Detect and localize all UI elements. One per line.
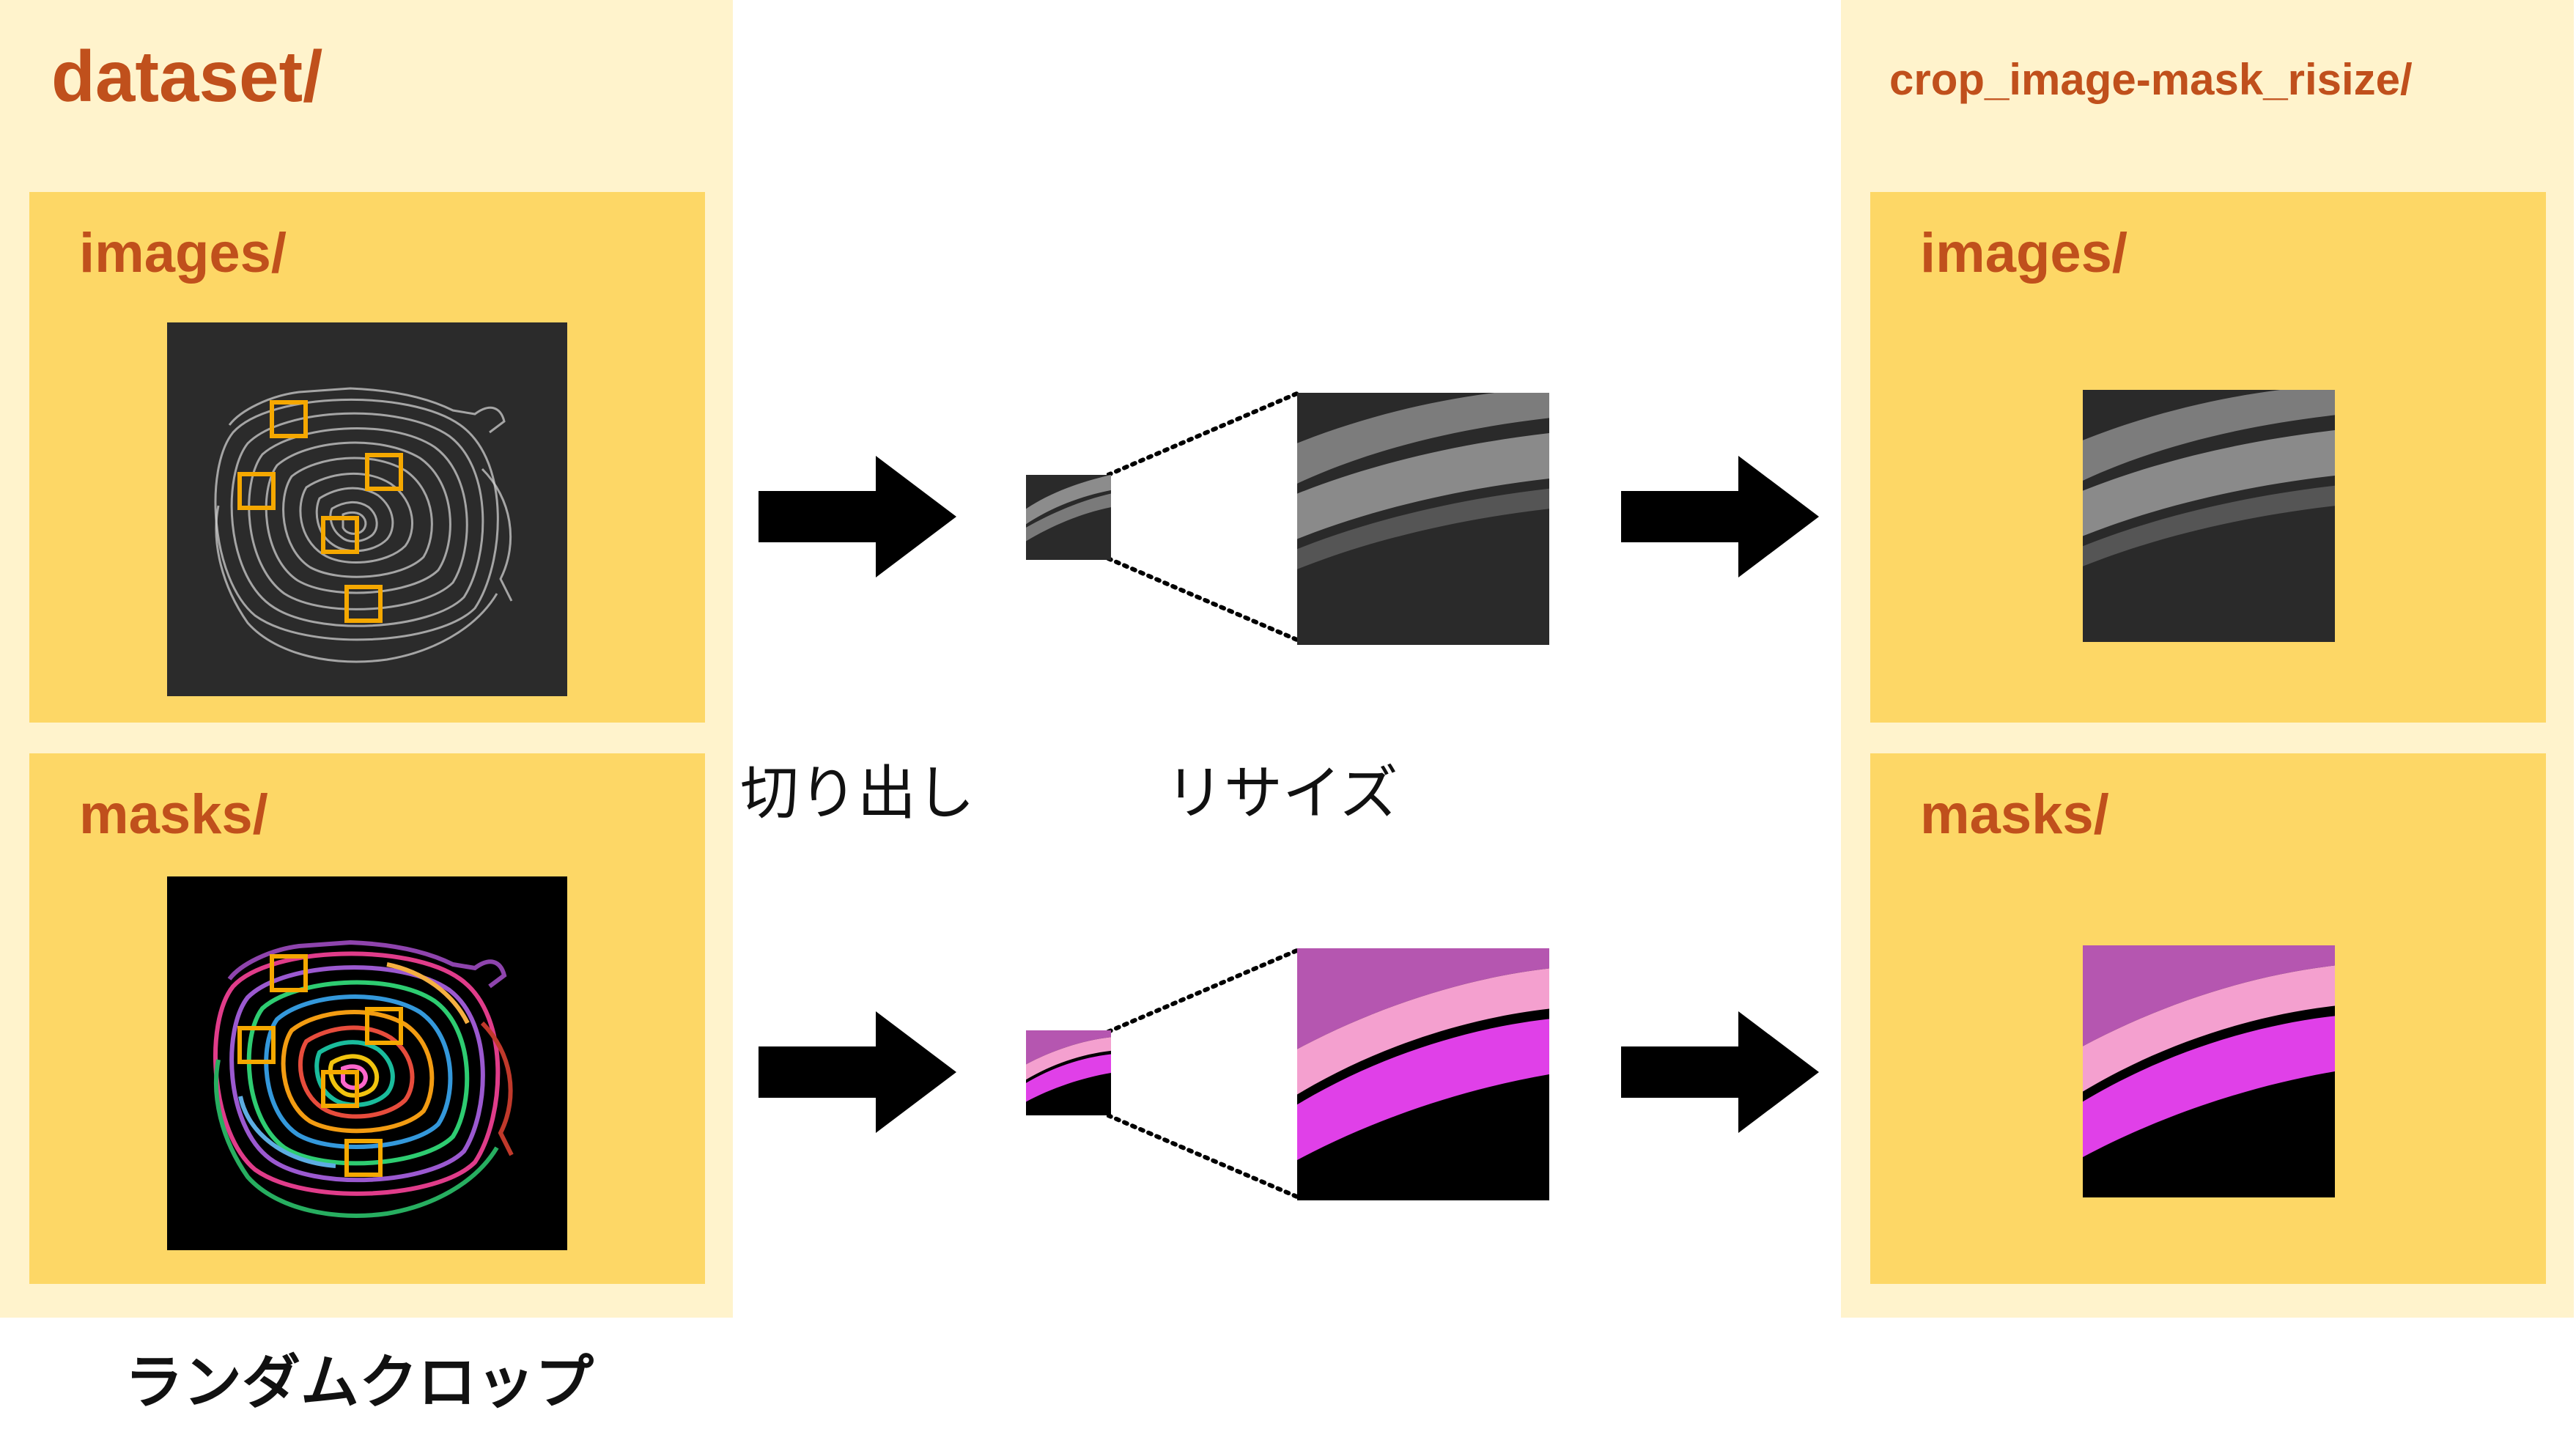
- crop-box-icon: [270, 954, 308, 992]
- dataset-masks-label: masks/: [79, 783, 268, 846]
- random-crop-caption: ランダムクロップ: [125, 1348, 594, 1417]
- crop-image-zoomed: [1297, 393, 1549, 645]
- crop-mask-zoomed: [1297, 948, 1549, 1200]
- arrow-right-icon: [1621, 1011, 1819, 1133]
- crop-box-icon: [321, 516, 359, 554]
- output-images-label: images/: [1920, 222, 2128, 284]
- resize-step-label: リサイズ: [1165, 759, 1398, 827]
- output-mask: [2083, 945, 2335, 1197]
- arrow-right-icon: [1621, 456, 1819, 577]
- dataset-images-label: images/: [79, 222, 287, 284]
- crop-box-icon: [237, 472, 276, 510]
- crop-image-small: [1026, 475, 1111, 560]
- source-mask: [167, 876, 567, 1250]
- output-masks-label: masks/: [1920, 783, 2109, 846]
- crop-box-icon: [365, 453, 403, 491]
- arrow-right-icon: [759, 1011, 956, 1133]
- crop-box-icon: [344, 585, 383, 623]
- crop-box-icon: [365, 1007, 403, 1045]
- crop-box-icon: [270, 400, 308, 438]
- crop-box-icon: [344, 1139, 383, 1177]
- zoom-lines-mask: [1107, 948, 1301, 1200]
- crop-box-icon: [321, 1070, 359, 1108]
- crop-box-icon: [237, 1026, 276, 1064]
- output-image: [2083, 390, 2335, 642]
- source-image: [167, 322, 567, 696]
- crop-mask-small: [1026, 1030, 1111, 1115]
- zoom-lines-image: [1107, 391, 1301, 643]
- crop-step-label: 切り出し: [740, 759, 975, 827]
- arrow-right-icon: [759, 456, 956, 577]
- output-title: crop_image-mask_risize/: [1889, 55, 2413, 104]
- dataset-title: dataset/: [51, 36, 323, 117]
